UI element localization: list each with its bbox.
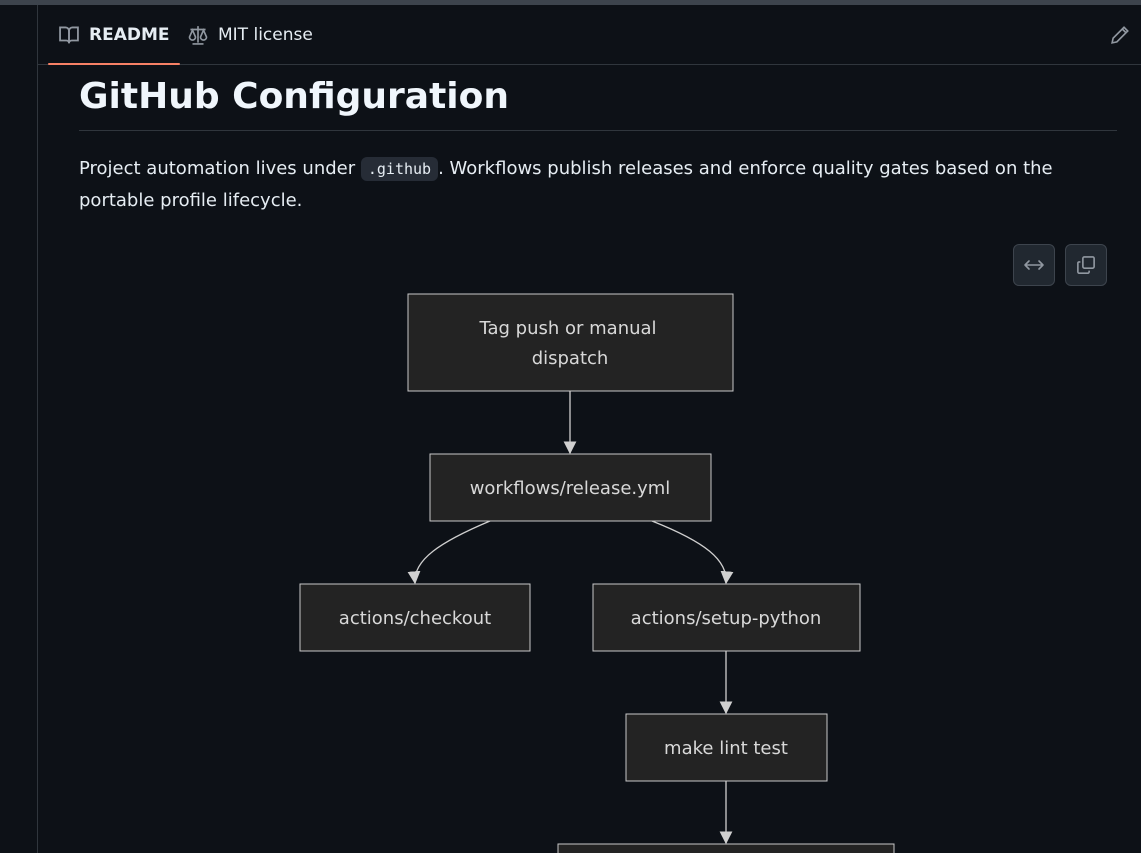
page-title: GitHub Configuration <box>79 64 1117 131</box>
expand-diagram-button[interactable] <box>1013 244 1055 286</box>
book-icon <box>58 24 80 46</box>
intro-paragraph: Project automation lives under .github. … <box>79 153 1117 216</box>
file-tabs: README MIT license <box>38 5 1141 65</box>
tab-license-label: MIT license <box>218 24 313 45</box>
tab-readme-label: README <box>89 24 170 45</box>
window-top-strip <box>0 0 1141 5</box>
intro-text-before: Project automation lives under <box>79 158 361 179</box>
pencil-icon <box>1110 25 1130 45</box>
tab-license[interactable]: MIT license <box>187 5 313 64</box>
tab-readme[interactable]: README <box>48 5 179 65</box>
diagram-toolbar <box>1013 244 1107 286</box>
arrows-horizontal-icon <box>1023 258 1045 272</box>
copy-diagram-button[interactable] <box>1065 244 1107 286</box>
edit-file-button[interactable] <box>1108 23 1132 47</box>
inline-code: .github <box>360 157 439 181</box>
left-rail <box>0 5 37 853</box>
copy-icon <box>1076 255 1096 275</box>
readme-content: GitHub Configuration Project automation … <box>79 64 1117 216</box>
law-icon <box>187 24 209 46</box>
intro-text-after: . Workflows publish releases and enforce… <box>79 158 1053 211</box>
readme-panel: README MIT license GitHub Configuration <box>37 5 1141 853</box>
